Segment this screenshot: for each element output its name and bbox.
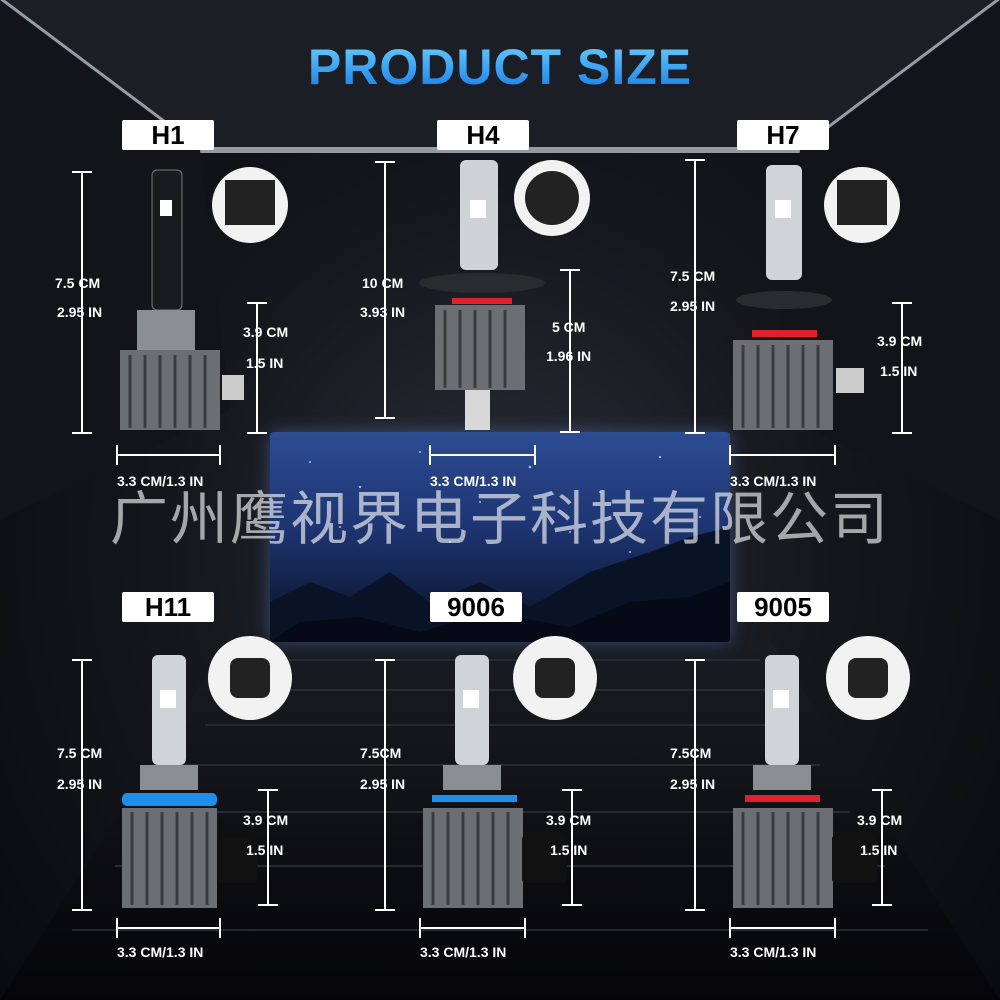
- h4-height-in: 3.93 IN: [360, 304, 406, 320]
- h1-base-in: 1.5 IN: [246, 355, 284, 371]
- h4-width: 3.3 CM/1.3 IN: [430, 473, 517, 489]
- 9006-height-in: 2.95 IN: [360, 776, 406, 792]
- h4-base-in: 1.96 IN: [546, 348, 592, 364]
- bulb-label-9006: 9006: [430, 592, 522, 622]
- h11-base-cm: 3.9 CM: [243, 812, 289, 828]
- h4-height-cm: 10 CM: [362, 275, 404, 291]
- h7-width: 3.3 CM/1.3 IN: [730, 473, 817, 489]
- 9005-width: 3.3 CM/1.3 IN: [730, 944, 817, 960]
- h1-base-cm: 3.9 CM: [243, 324, 289, 340]
- h7-base-cm: 3.9 CM: [877, 333, 923, 349]
- 9005-base-in: 1.5 IN: [860, 842, 898, 858]
- h1-width: 3.3 CM/1.3 IN: [117, 473, 204, 489]
- h11-width: 3.3 CM/1.3 IN: [117, 944, 204, 960]
- bulb-label-h1: H1: [122, 120, 214, 150]
- bulb-label-9005: 9005: [737, 592, 829, 622]
- height-dimension-h1: [72, 171, 267, 465]
- 9006-height-cm: 7.5CM: [360, 745, 402, 761]
- height-dimension-9006: [375, 659, 582, 938]
- h7-height-cm: 7.5 CM: [670, 268, 716, 284]
- height-dimension-h4: [375, 161, 580, 465]
- h1-height-in: 2.95 IN: [57, 304, 103, 320]
- 9006-width: 3.3 CM/1.3 IN: [420, 944, 507, 960]
- bulb-label-h11: H11: [122, 592, 214, 622]
- h1-height-cm: 7.5 CM: [55, 275, 101, 291]
- h11-height-in: 2.95 IN: [57, 776, 103, 792]
- 9006-base-cm: 3.9 CM: [546, 812, 592, 828]
- bulb-label-h7: H7: [737, 120, 829, 150]
- 9005-base-cm: 3.9 CM: [857, 812, 903, 828]
- company-watermark: 广州鹰视界电子科技有限公司: [109, 485, 890, 553]
- height-dimension-h7: [685, 159, 912, 465]
- 9005-height-cm: 7.5CM: [670, 745, 712, 761]
- bulb-label-h4: H4: [437, 120, 529, 150]
- h7-base-in: 1.5 IN: [880, 363, 918, 379]
- height-dimension-9005: [685, 659, 892, 938]
- h4-base-cm: 5 CM: [552, 319, 586, 335]
- h11-height-cm: 7.5 CM: [57, 745, 103, 761]
- h7-height-in: 2.95 IN: [670, 298, 716, 314]
- height-dimension-h11: [72, 659, 278, 938]
- 9006-base-in: 1.5 IN: [550, 842, 588, 858]
- page-title: PRODUCT SIZE: [0, 38, 1000, 96]
- mountain-silhouette: [270, 451, 730, 642]
- 9005-height-in: 2.95 IN: [670, 776, 716, 792]
- h11-base-in: 1.5 IN: [246, 842, 284, 858]
